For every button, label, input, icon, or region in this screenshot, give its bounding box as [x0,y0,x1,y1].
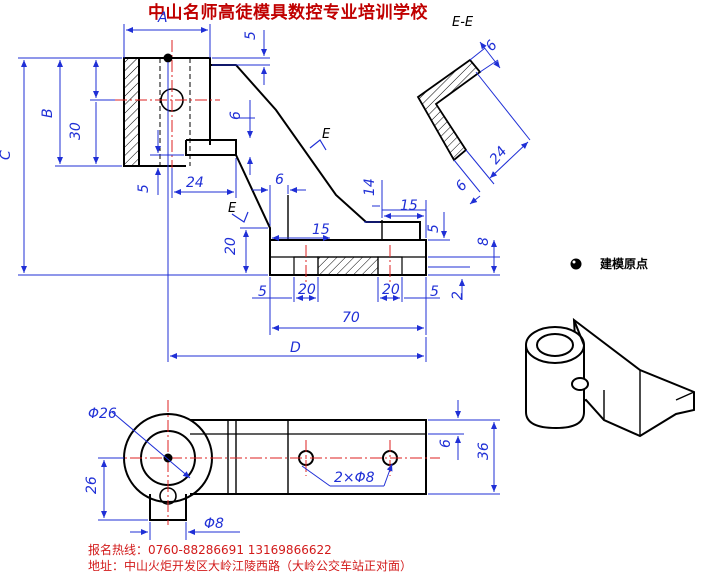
sec-6b: 6 [453,177,471,194]
sec-24: 24 [487,144,511,168]
origin-marker-plan [163,453,173,463]
isometric-view [525,317,695,438]
dim-15-mid: 15 [312,222,330,238]
dim-20-a: 20 [298,282,316,298]
plan-view [123,413,427,521]
section-mark-2: E [228,201,237,216]
dim-30: 30 [68,122,84,140]
dim-C: C [0,150,14,160]
dim-20-left: 20 [223,237,239,255]
section-view [416,58,482,162]
dim-2: 2 [450,291,466,300]
plan-dimension-lines [98,400,500,540]
dim-5-bottom: 5 [258,284,267,300]
dimension-texts: A C B D 30 5 6 5 24 6 20 15 14 15 5 8 2 … [0,10,511,532]
dim-5-top: 5 [243,31,259,40]
dim-5-bottom2: 5 [430,284,439,300]
front-centerlines [115,40,391,282]
footer-address: 地址：中山火炬开发区大岭江陵西路（大岭公交车站正对面） [88,559,413,573]
dim-15-right: 15 [400,198,418,214]
section-texts: E-E E E [228,15,474,216]
dim-6-rib: 6 [228,111,244,120]
origin-marker [163,53,173,63]
dim-70: 70 [342,310,360,326]
dim-6-plan: 6 [438,439,454,448]
dim-24: 24 [186,175,204,191]
dim-14: 14 [362,178,378,196]
dim-5-right: 5 [426,224,442,233]
dim-6-mid: 6 [275,172,284,188]
dim-holes: 2×Φ8 [334,470,375,486]
section-mark-1: E [322,127,331,142]
section-label: E-E [452,15,474,30]
dim-phi8: Φ8 [204,516,224,532]
dim-5-left: 5 [136,184,152,193]
footer-hotline: 报名热线：0760-88286691 13169866622 [88,543,332,557]
dim-8: 8 [476,237,492,246]
origin-legend-icon [570,258,582,270]
plan-centerlines [110,400,440,525]
dim-20-b: 20 [382,282,400,298]
section-cut-marks [231,139,327,223]
dim-26: 26 [84,476,100,494]
dim-phi26: Φ26 [88,406,117,422]
section-dimension-lines [453,41,531,205]
origin-legend-text: 建模原点 [600,257,649,271]
page-title: 中山名师高徒模具数控专业培训学校 [148,3,428,23]
dim-36: 36 [476,442,492,460]
dim-D: D [290,340,301,356]
front-dimension-lines [18,24,500,362]
dim-B: B [40,108,56,118]
dim-A: A [157,10,168,26]
sec-6: 6 [483,37,501,54]
front-view [123,57,427,276]
